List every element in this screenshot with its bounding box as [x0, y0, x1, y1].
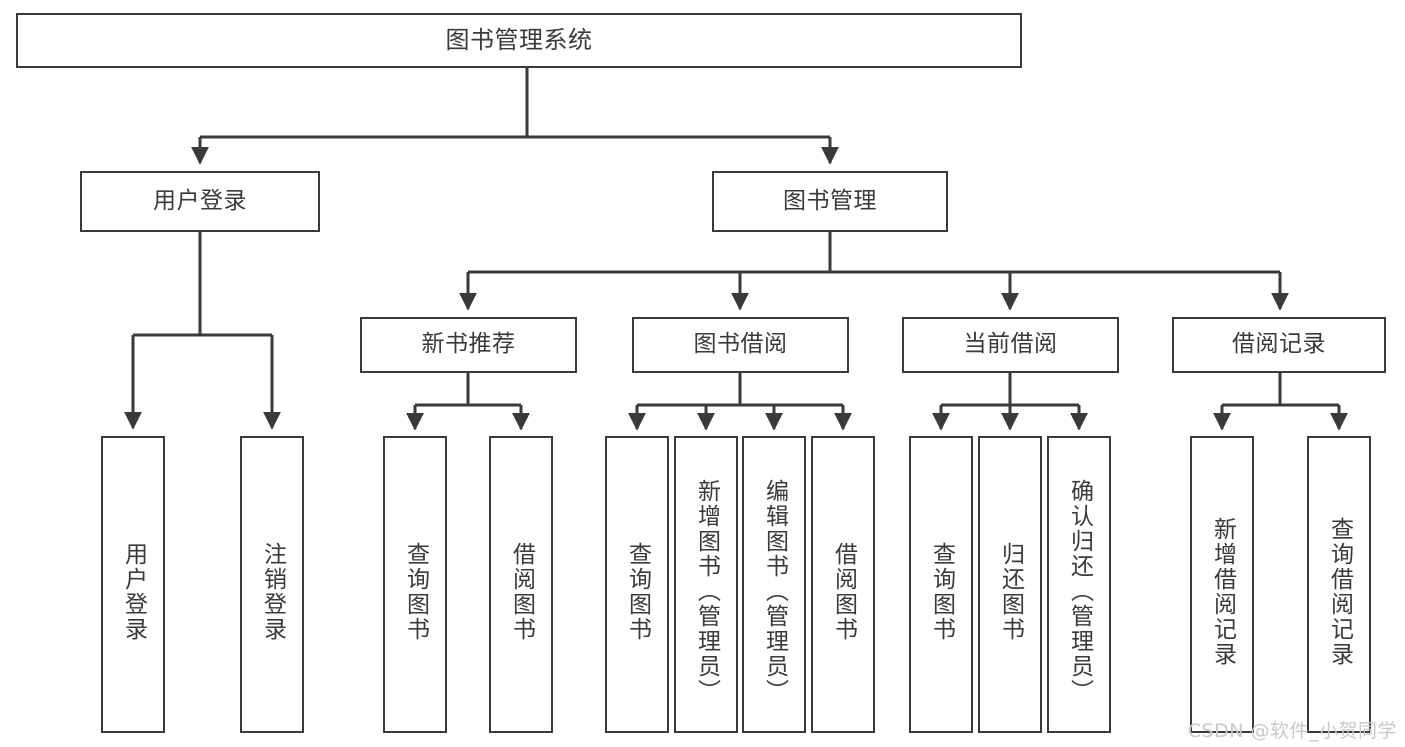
- node-leaf-borrow-book-1-label: 借阅图书: [508, 541, 535, 642]
- node-leaf-borrow-book-1[interactable]: 借阅图书: [489, 436, 553, 733]
- node-leaf-add-record[interactable]: 新增借阅记录: [1190, 436, 1254, 733]
- node-book-borrow-label: 图书借阅: [693, 331, 788, 358]
- node-leaf-return-book-label: 归还图书: [997, 541, 1024, 642]
- node-leaf-query-book-1[interactable]: 查询图书: [383, 436, 447, 733]
- node-leaf-return-book[interactable]: 归还图书: [978, 436, 1042, 733]
- node-leaf-add-book-label: 新增图书（管理员）: [693, 479, 720, 704]
- node-current-borrow[interactable]: 当前借阅: [902, 317, 1119, 373]
- node-new-book-recommend-label: 新书推荐: [421, 331, 516, 358]
- node-book-management[interactable]: 图书管理: [712, 171, 948, 232]
- node-user-login[interactable]: 用户登录: [80, 171, 320, 232]
- node-borrow-record-label: 借阅记录: [1232, 331, 1326, 358]
- watermark-text: CSDN @软件_小贺同学: [1187, 720, 1397, 742]
- node-leaf-user-logout-label: 注销登录: [259, 541, 286, 642]
- node-leaf-edit-book-label: 编辑图书（管理员）: [761, 479, 788, 704]
- node-current-borrow-label: 当前借阅: [963, 331, 1058, 358]
- node-leaf-confirm-return-label: 确认归还（管理员）: [1066, 479, 1093, 704]
- node-new-book-recommend[interactable]: 新书推荐: [360, 317, 577, 373]
- node-leaf-user-login[interactable]: 用户登录: [101, 436, 165, 733]
- node-leaf-query-book-2-label: 查询图书: [624, 541, 651, 642]
- node-root-label: 图书管理系统: [445, 26, 593, 55]
- node-borrow-record[interactable]: 借阅记录: [1172, 317, 1386, 373]
- node-leaf-query-book-1-label: 查询图书: [402, 541, 429, 642]
- node-leaf-add-record-label: 新增借阅记录: [1209, 516, 1236, 667]
- node-leaf-user-login-label: 用户登录: [120, 541, 147, 642]
- node-leaf-query-book-3-label: 查询图书: [928, 541, 955, 642]
- node-book-management-label: 图书管理: [783, 187, 877, 214]
- node-leaf-query-book-2[interactable]: 查询图书: [605, 436, 669, 733]
- node-leaf-query-record-label: 查询借阅记录: [1326, 516, 1353, 667]
- node-root[interactable]: 图书管理系统: [16, 13, 1022, 68]
- node-user-login-label: 用户登录: [153, 187, 247, 214]
- node-leaf-borrow-book-2-label: 借阅图书: [830, 541, 857, 642]
- node-leaf-query-record[interactable]: 查询借阅记录: [1307, 436, 1371, 733]
- node-book-borrow[interactable]: 图书借阅: [632, 317, 849, 373]
- node-leaf-edit-book[interactable]: 编辑图书（管理员）: [742, 436, 806, 733]
- node-leaf-query-book-3[interactable]: 查询图书: [909, 436, 973, 733]
- node-leaf-borrow-book-2[interactable]: 借阅图书: [811, 436, 875, 733]
- node-leaf-add-book[interactable]: 新增图书（管理员）: [674, 436, 738, 733]
- node-leaf-confirm-return[interactable]: 确认归还（管理员）: [1047, 436, 1111, 733]
- node-leaf-user-logout[interactable]: 注销登录: [240, 436, 304, 733]
